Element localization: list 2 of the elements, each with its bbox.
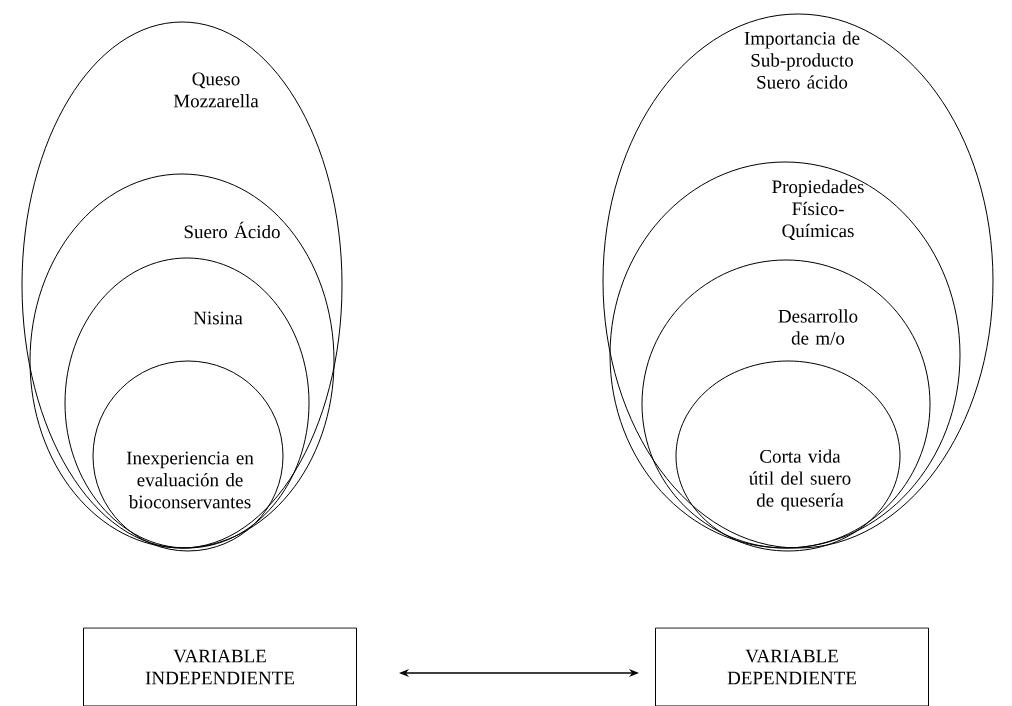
variable-box: VARIABLE DEPENDIENTE [655, 627, 929, 706]
variable-box: VARIABLE INDEPENDIENTE [83, 627, 357, 706]
